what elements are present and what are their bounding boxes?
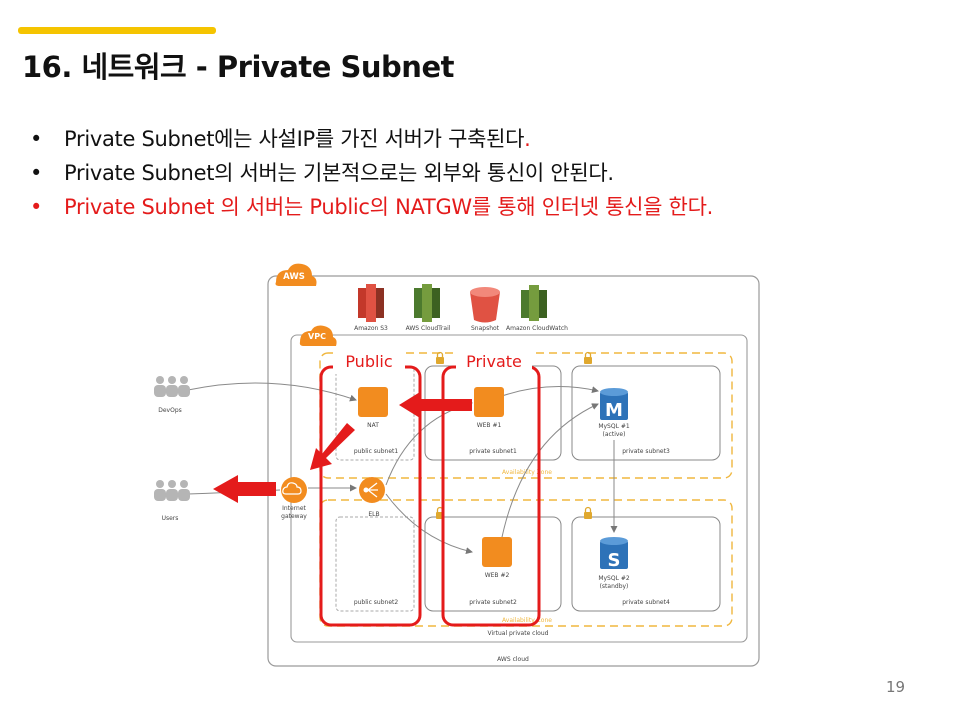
bullet-tail: . <box>524 127 531 151</box>
private-subnet3-box <box>571 365 721 461</box>
bullet-text: Private Subnet 의 서버는 Public의 NATGW를 통해 인… <box>64 195 713 219</box>
slide-title: 16. 네트워크 - Private Subnet <box>22 50 454 84</box>
public-subnet2-box <box>335 516 415 612</box>
subnet-label: private subnet1 <box>469 448 517 455</box>
nat-label: NAT <box>367 422 379 429</box>
bullet-item-highlight: • Private Subnet 의 서버는 Public의 NATGW를 통해 … <box>28 190 713 224</box>
amazon-cloudwatch-icon <box>521 285 547 321</box>
red-arrow-nat-to-igw <box>310 423 355 470</box>
bullet-dot: • <box>30 195 43 219</box>
service-label: AWS CloudTrail <box>406 325 451 332</box>
web1-instance-icon <box>474 387 504 417</box>
web2-label: WEB #2 <box>485 572 510 579</box>
bullet-text: Private Subnet에는 사설IP를 가진 서버가 구축된다 <box>64 127 525 151</box>
svg-text:S: S <box>608 550 621 571</box>
internet-gateway-icon <box>281 477 307 503</box>
subnet-label: public subnet1 <box>354 448 399 455</box>
public-callout-bg <box>333 348 405 374</box>
web2-instance-icon <box>482 537 512 567</box>
subnet-label: private subnet3 <box>622 448 670 455</box>
users-label: Users <box>162 515 179 522</box>
bullet-text: Private Subnet의 서버는 기본적으로는 외부와 통신이 안된다. <box>64 161 614 185</box>
aws-cloudtrail-icon <box>414 284 440 322</box>
red-arrow-web-to-nat <box>399 392 472 418</box>
mysql1-label: (active) <box>603 431 626 438</box>
bullet-list: • Private Subnet에는 사설IP를 가진 서버가 구축된다. • Pr… <box>28 122 713 224</box>
bullet-dot: • <box>30 161 43 185</box>
vpc-badge: VPC <box>299 325 337 346</box>
lock-icon <box>436 351 444 364</box>
svg-text:AWS: AWS <box>283 272 305 282</box>
zone-label: Availability Zone <box>502 617 552 624</box>
service-label: Snapshot <box>471 325 500 332</box>
snapshot-bucket-icon <box>470 287 500 323</box>
mysql2-label: (standby) <box>600 583 629 590</box>
devops-label: DevOps <box>158 407 182 414</box>
mysql1-label: MySQL #1 <box>598 423 630 430</box>
elb-label: ELB <box>368 511 379 518</box>
public-callout: Public <box>345 352 392 371</box>
devops-users-icon <box>154 376 190 397</box>
igw-label: Internet <box>282 505 306 512</box>
bullet-item: • Private Subnet에는 사설IP를 가진 서버가 구축된다. <box>28 122 713 156</box>
bullet-dot: • <box>30 127 43 151</box>
mysql2-label: MySQL #2 <box>598 575 630 582</box>
svg-text:M: M <box>605 400 623 421</box>
svg-text:VPC: VPC <box>308 332 326 341</box>
title-accent-bar <box>18 27 216 34</box>
lock-icon <box>584 506 592 519</box>
amazon-s3-icon <box>358 284 384 322</box>
mysql-standby-db-icon: S <box>600 537 628 571</box>
zone-label: Availability Zone <box>502 469 552 476</box>
subnet-label: public subnet2 <box>354 599 399 606</box>
vpc-caption: Virtual private cloud <box>488 630 549 637</box>
service-label: Amazon S3 <box>354 325 388 332</box>
service-label: Amazon CloudWatch <box>506 325 568 332</box>
subnet-label: private subnet2 <box>469 599 517 606</box>
private-subnet2-box <box>424 516 562 612</box>
bullet-item: • Private Subnet의 서버는 기본적으로는 외부와 통신이 안된다. <box>28 156 713 190</box>
aws-cloud-caption: AWS cloud <box>497 656 529 663</box>
private-callout: Private <box>466 352 522 371</box>
lock-icon <box>584 351 592 364</box>
private-callout-bg <box>456 348 532 374</box>
elb-icon <box>359 477 385 503</box>
subnet-label: private subnet4 <box>622 599 670 606</box>
nat-instance-icon <box>358 387 388 417</box>
web1-label: WEB #1 <box>477 422 502 429</box>
aws-badge: AWS <box>275 263 317 286</box>
private-subnet4-box <box>571 516 721 612</box>
red-arrow-igw-to-internet <box>213 475 276 503</box>
page-number: 19 <box>886 678 906 696</box>
users-icon <box>154 480 190 501</box>
igw-label: gateway <box>281 513 307 520</box>
mysql-master-db-icon: M <box>600 388 628 421</box>
